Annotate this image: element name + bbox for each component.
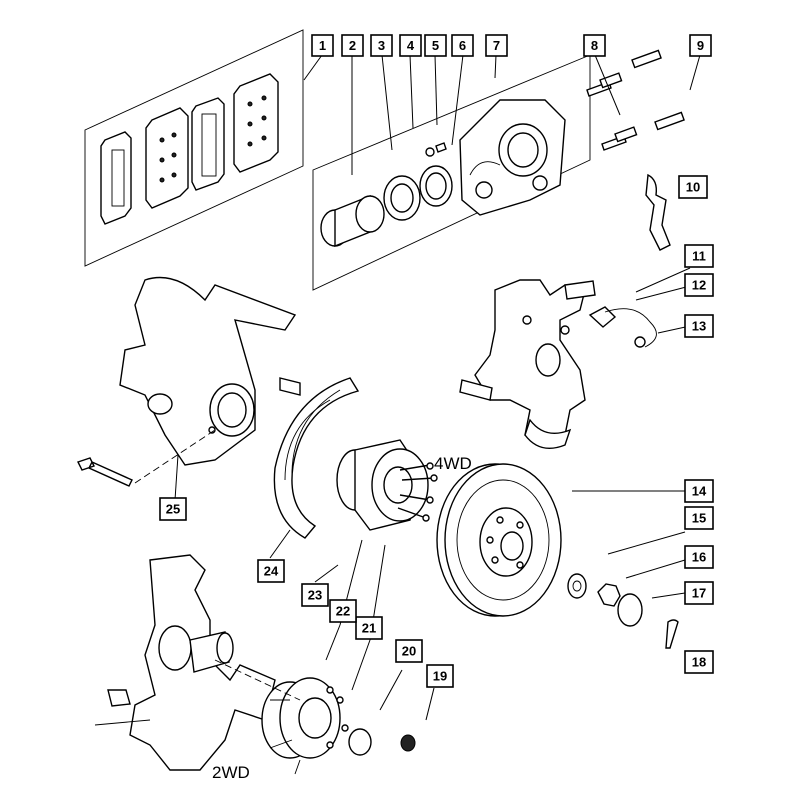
callout-label: 17 (692, 586, 706, 601)
brake-rotor-illustration (436, 463, 562, 617)
callout-10: 10 (678, 175, 708, 199)
callout-6: 6 (451, 34, 474, 57)
steering-knuckle-4wd-illustration (459, 279, 596, 449)
splash-shield-illustration (273, 377, 360, 539)
callout-label: 5 (432, 38, 439, 53)
hub-bearing-4wd-illustration (336, 439, 438, 531)
callout-1: 1 (311, 34, 334, 57)
nut-lock-illustration (617, 593, 643, 627)
upper-steering-knuckle-illustration (119, 276, 301, 466)
dust-cap-illustration (400, 734, 416, 752)
piston-illustration (320, 194, 385, 248)
callout-8: 8 (583, 34, 606, 57)
hub-rotor-2wd-illustration (261, 677, 349, 775)
washer-illustration (567, 573, 587, 599)
callout-label: 13 (692, 319, 706, 334)
callout-label: 3 (378, 38, 385, 53)
callout-label: 22 (336, 604, 350, 619)
callout-18: 18 (684, 650, 714, 674)
callout-label: 12 (692, 278, 706, 293)
callout-22: 22 (329, 599, 357, 623)
callout-label: 9 (697, 38, 704, 53)
variant-label-2wd: 2WD (212, 763, 250, 782)
callout-11: 11 (684, 244, 714, 268)
callout-25: 25 (159, 497, 187, 521)
callout-label: 18 (692, 655, 706, 670)
callout-label: 24 (264, 564, 279, 579)
callout-16: 16 (684, 545, 714, 569)
hub-nut-illustration (597, 583, 621, 607)
callout-12: 12 (684, 273, 714, 297)
callout-17: 17 (684, 581, 714, 605)
callout-23: 23 (301, 583, 329, 607)
knuckle-bolt-illustration (77, 457, 133, 487)
callout-label: 1 (319, 38, 326, 53)
callout-label: 15 (692, 511, 706, 526)
callout-label: 14 (692, 484, 707, 499)
callout-9: 9 (689, 34, 712, 57)
leader-lines (174, 54, 701, 721)
steering-knuckle-2wd-illustration (94, 554, 276, 771)
callout-20: 20 (395, 639, 423, 663)
callout-label: 7 (493, 38, 500, 53)
pad-wear-clip-illustration (645, 173, 671, 251)
callout-5: 5 (424, 34, 447, 57)
callout-13: 13 (684, 314, 714, 338)
cotter-pin-illustration (665, 619, 679, 649)
callout-label: 4 (407, 38, 415, 53)
brake-pad-set-illustration (84, 29, 304, 267)
callout-label: 8 (591, 38, 598, 53)
callout-2: 2 (341, 34, 364, 57)
callout-4: 4 (399, 34, 422, 57)
callout-label: 20 (402, 644, 416, 659)
callout-label: 10 (686, 180, 700, 195)
callout-19: 19 (426, 664, 454, 688)
variant-label-4wd: 4WD (434, 454, 472, 473)
wheel-speed-sensor-illustration (588, 306, 657, 348)
caliper-guide-pins-illustration (586, 49, 685, 151)
caliper-assembly-illustration (312, 54, 591, 291)
callout-24: 24 (257, 559, 285, 583)
callout-3: 3 (370, 34, 393, 57)
callout-14: 14 (684, 479, 714, 503)
callout-7: 7 (485, 34, 508, 57)
callout-label: 16 (692, 550, 706, 565)
callout-label: 6 (459, 38, 466, 53)
callout-label: 25 (166, 502, 180, 517)
callout-15: 15 (684, 506, 714, 530)
spindle-nut-illustration (348, 728, 372, 756)
callout-label: 2 (349, 38, 356, 53)
callout-21: 21 (355, 616, 383, 640)
callout-label: 11 (692, 249, 706, 264)
callout-label: 23 (308, 588, 322, 603)
callout-label: 21 (362, 621, 376, 636)
callout-label: 19 (433, 669, 447, 684)
